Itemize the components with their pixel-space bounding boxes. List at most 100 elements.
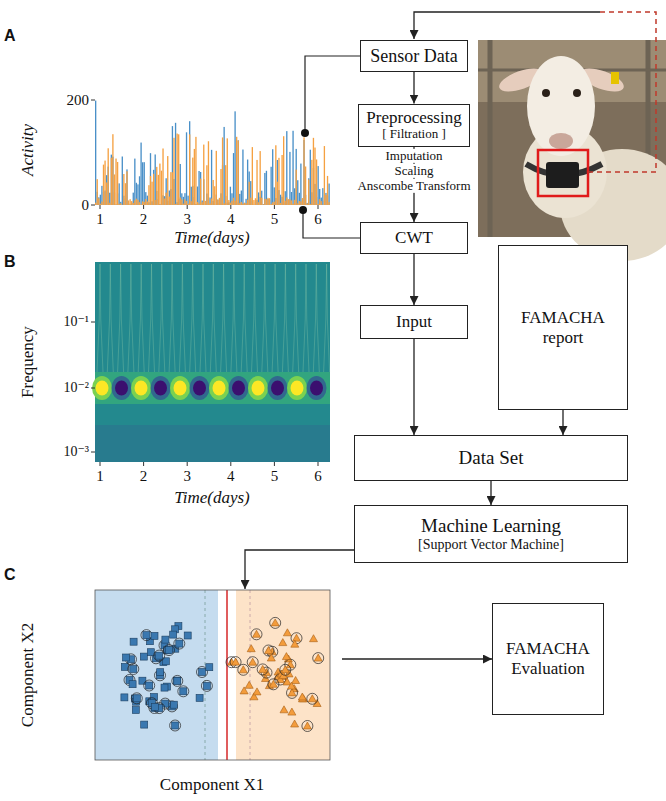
activity-bar bbox=[272, 149, 273, 205]
class-marker bbox=[151, 704, 158, 711]
step-note: Scaling bbox=[393, 164, 436, 178]
activity-bar bbox=[247, 200, 248, 205]
activity-bar bbox=[155, 154, 156, 205]
activity-bar bbox=[223, 127, 224, 205]
class-marker bbox=[249, 658, 257, 665]
scalogram-blob bbox=[174, 381, 187, 396]
activity-bar bbox=[142, 162, 143, 205]
support-ring bbox=[302, 721, 313, 732]
scalogram-blob bbox=[291, 381, 304, 396]
activity-bar bbox=[245, 203, 246, 205]
axis-tick bbox=[274, 462, 275, 466]
activity-bar bbox=[172, 172, 173, 205]
activity-bar bbox=[278, 158, 279, 205]
activity-bar bbox=[253, 200, 254, 205]
axis-tick bbox=[91, 322, 95, 323]
activity-bar bbox=[233, 153, 234, 205]
scalogram-ridge bbox=[190, 264, 196, 372]
activity-bar bbox=[209, 198, 210, 205]
class-marker bbox=[143, 632, 150, 639]
activity-bar bbox=[167, 156, 168, 205]
activity-bar bbox=[181, 199, 182, 205]
scalogram-ridge bbox=[241, 264, 247, 372]
class-marker bbox=[196, 694, 203, 701]
class-marker bbox=[174, 677, 181, 684]
axis-tick bbox=[318, 205, 319, 209]
activity-bar bbox=[136, 199, 137, 205]
class-marker bbox=[180, 688, 187, 695]
leader-line bbox=[305, 56, 360, 130]
scalogram-blob bbox=[232, 381, 245, 396]
activity-bar bbox=[120, 202, 121, 205]
axis-label: 1 bbox=[96, 468, 104, 485]
activity-bar bbox=[281, 155, 282, 205]
activity-bar bbox=[314, 148, 315, 205]
decision-boundary bbox=[226, 590, 228, 760]
class-marker bbox=[133, 695, 140, 702]
axis-tick bbox=[91, 388, 95, 389]
scalogram-ridge bbox=[262, 264, 268, 372]
activity-bar bbox=[292, 204, 293, 205]
activity-bar bbox=[184, 199, 185, 205]
activity-bar bbox=[322, 188, 323, 205]
activity-bar bbox=[104, 161, 105, 205]
output-arrow bbox=[342, 658, 492, 659]
activity-bar bbox=[122, 204, 123, 205]
activity-bar bbox=[144, 162, 145, 205]
activity-bar bbox=[189, 121, 190, 205]
axis-label: 3 bbox=[183, 211, 191, 228]
class-marker bbox=[281, 666, 289, 673]
process-box: FAMACHA report bbox=[498, 245, 628, 410]
flow-arrow bbox=[413, 72, 414, 104]
class-region bbox=[95, 590, 218, 760]
axis-tick bbox=[230, 205, 231, 209]
activity-bar bbox=[166, 178, 167, 205]
class-marker bbox=[130, 638, 137, 645]
class-marker bbox=[151, 632, 158, 639]
activity-bar bbox=[217, 200, 218, 205]
activity-bar bbox=[194, 149, 195, 205]
activity-bar bbox=[173, 138, 174, 205]
activity-bar bbox=[250, 198, 251, 205]
activity-bar bbox=[286, 197, 287, 205]
activity-bar bbox=[187, 204, 188, 205]
sheep-head bbox=[527, 56, 595, 156]
axis-tick bbox=[230, 462, 231, 466]
class-marker bbox=[239, 666, 247, 673]
activity-bar bbox=[175, 123, 176, 205]
scalogram-band bbox=[95, 372, 330, 404]
activity-bar bbox=[244, 203, 245, 205]
activity-bar bbox=[294, 200, 295, 205]
activity-bar bbox=[137, 184, 138, 205]
support-ring bbox=[154, 650, 165, 661]
scalogram-blob bbox=[115, 381, 128, 396]
axis-label: 10⁻¹ bbox=[63, 314, 89, 329]
activity-bar bbox=[109, 203, 110, 205]
activity-bar bbox=[310, 204, 311, 206]
activity-bar bbox=[153, 170, 154, 205]
support-ring bbox=[257, 664, 268, 675]
activity-bar bbox=[217, 200, 218, 205]
scalogram-ridge bbox=[282, 264, 288, 372]
activity-bar bbox=[191, 201, 192, 205]
activity-bar bbox=[164, 199, 165, 205]
activity-bar bbox=[144, 202, 145, 205]
class-marker bbox=[253, 630, 261, 637]
activity-bar bbox=[242, 150, 243, 205]
activity-bar bbox=[222, 137, 223, 205]
activity-bar bbox=[263, 204, 264, 206]
activity-bar bbox=[155, 200, 156, 205]
support-ring bbox=[128, 664, 139, 675]
activity-bar bbox=[119, 183, 120, 205]
sheep-eye bbox=[542, 89, 550, 97]
panel-letter: A bbox=[4, 27, 16, 45]
axis-label: 3 bbox=[183, 468, 191, 485]
activity-bar bbox=[206, 165, 207, 205]
activity-bar bbox=[269, 198, 270, 205]
activity-bar bbox=[252, 147, 253, 205]
flow-arrow bbox=[413, 254, 414, 305]
activity-bar bbox=[200, 172, 201, 205]
flow-arrow bbox=[490, 481, 491, 505]
scalogram-blob bbox=[213, 381, 226, 396]
